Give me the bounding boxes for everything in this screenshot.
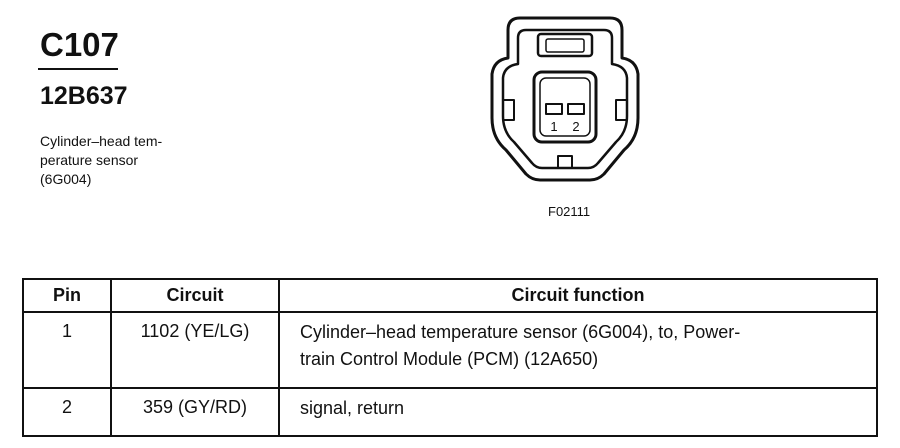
header-circuit-function: Circuit function <box>278 278 878 313</box>
circuit-function-cell: Cylinder–head temperature sensor (6G004)… <box>278 311 878 389</box>
header-pin: Pin <box>22 278 112 313</box>
pin-label-1: 1 <box>550 119 557 134</box>
table-row: 2 359 (GY/RD) signal, return <box>22 387 878 437</box>
part-number: 12B637 <box>40 82 128 110</box>
right-latch <box>615 99 627 121</box>
locking-tab <box>536 32 594 58</box>
connector-description: Cylinder–head tem- perature sensor (6G00… <box>40 132 210 189</box>
description-line: Cylinder–head tem- <box>40 133 163 149</box>
description-line: perature sensor <box>40 152 139 168</box>
terminal-cavity <box>532 70 598 144</box>
table-row: 1 1102 (YE/LG) Cylinder–head temperature… <box>22 311 878 389</box>
terminal-cavity-inner <box>539 77 591 137</box>
figure-code: F02111 <box>548 204 591 219</box>
circuit-function-cell: signal, return <box>278 387 878 437</box>
pin-label-2: 2 <box>572 119 579 134</box>
connector-outer-shell <box>490 16 640 182</box>
function-line: train Control Module (PCM) (12A650) <box>300 349 599 369</box>
connector-id: C107 <box>40 26 119 63</box>
circuit-cell: 1102 (YE/LG) <box>110 311 280 389</box>
terminal-1-icon <box>545 103 563 115</box>
function-line: signal, return <box>300 398 405 418</box>
locking-tab-inner <box>545 38 585 53</box>
pin-cell: 2 <box>22 387 112 437</box>
connector-id-underline <box>38 68 118 70</box>
left-latch <box>503 99 515 121</box>
circuit-cell: 359 (GY/RD) <box>110 387 280 437</box>
header-circuit: Circuit <box>110 278 280 313</box>
terminal-2-icon <box>567 103 585 115</box>
function-line: Cylinder–head temperature sensor (6G004)… <box>300 322 741 342</box>
pin-table: Pin Circuit Circuit function 1 1102 (YE/… <box>22 278 878 437</box>
keyway <box>557 155 573 169</box>
description-line: (6G004) <box>40 171 92 187</box>
pin-cell: 1 <box>22 311 112 389</box>
table-header-row: Pin Circuit Circuit function <box>22 278 878 313</box>
connector-inner-shell <box>501 28 629 170</box>
connector-face-diagram: 1 2 <box>490 16 640 182</box>
